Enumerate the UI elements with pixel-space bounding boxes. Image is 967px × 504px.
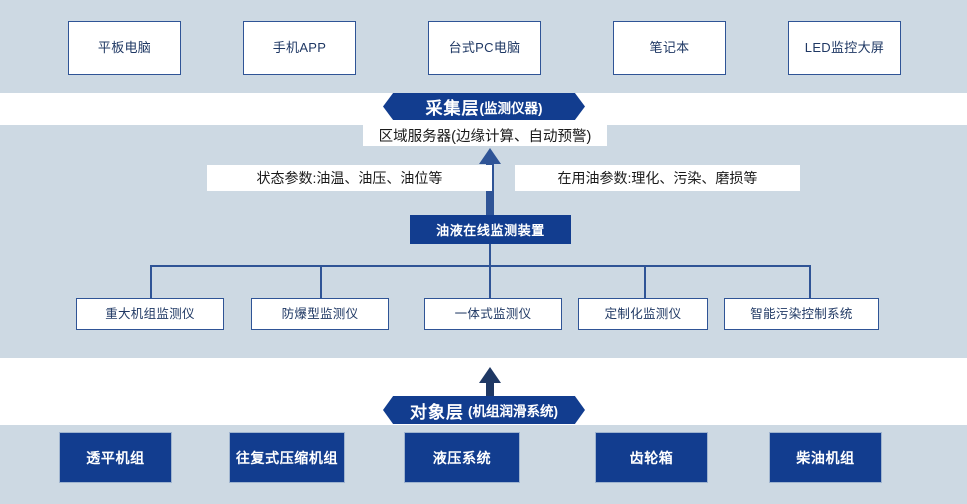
tree-trunk-line bbox=[489, 244, 491, 266]
tree-drop-line-3 bbox=[489, 265, 491, 298]
equipment-box-gearbox[interactable]: 齿轮箱 bbox=[595, 432, 708, 483]
monitor-label: 定制化监测仪 bbox=[604, 306, 682, 321]
device-label: 平板电脑 bbox=[97, 40, 152, 56]
device-label: 台式PC电脑 bbox=[448, 40, 521, 56]
monitor-label: 智能污染控制系统 bbox=[750, 306, 853, 321]
device-label: LED监控大屏 bbox=[804, 40, 885, 56]
monitor-label: 防爆型监测仪 bbox=[281, 306, 359, 321]
device-box-led-screen[interactable]: LED监控大屏 bbox=[788, 21, 901, 75]
equipment-label: 往复式压缩机组 bbox=[235, 449, 339, 466]
equipment-box-reciprocating-compressor[interactable]: 往复式压缩机组 bbox=[229, 432, 345, 483]
oil-parameters-label: 在用油参数:理化、污染、磨损等 bbox=[515, 165, 800, 191]
monitor-label: 重大机组监测仪 bbox=[105, 306, 195, 321]
equipment-box-diesel-unit[interactable]: 柴油机组 bbox=[769, 432, 882, 483]
banner-subtitle: (监测仪器) bbox=[479, 100, 543, 116]
tree-drop-line-4 bbox=[644, 265, 646, 298]
banner-title: 采集层 bbox=[425, 99, 480, 118]
tree-drop-line-5 bbox=[809, 265, 811, 298]
device-label: 笔记本 bbox=[649, 40, 690, 56]
monitor-box-smart-contamination-control[interactable]: 智能污染控制系统 bbox=[724, 298, 879, 330]
monitor-box-customized[interactable]: 定制化监测仪 bbox=[578, 298, 708, 330]
online-oil-monitor-box[interactable]: 油液在线监测装置 bbox=[410, 215, 571, 244]
tree-drop-line-2 bbox=[320, 265, 322, 298]
equipment-box-hydraulic-system[interactable]: 液压系统 bbox=[404, 432, 520, 483]
banner-subtitle: (机组润滑系统) bbox=[468, 404, 558, 419]
equipment-label: 齿轮箱 bbox=[629, 449, 674, 466]
regional-server-text: 区域服务器(边缘计算、自动预警) bbox=[378, 128, 592, 145]
monitor-label: 一体式监测仪 bbox=[454, 306, 532, 321]
equipment-box-turbine-unit[interactable]: 透平机组 bbox=[59, 432, 172, 483]
device-box-desktop-pc[interactable]: 台式PC电脑 bbox=[428, 21, 541, 75]
banner-title: 对象层 bbox=[410, 402, 464, 422]
oil-parameters-text: 在用油参数:理化、污染、磨损等 bbox=[557, 170, 758, 186]
object-uplink-arrow-icon bbox=[478, 367, 502, 400]
online-oil-monitor-label: 油液在线监测装置 bbox=[436, 223, 545, 238]
device-box-mobile-app[interactable]: 手机APP bbox=[243, 21, 356, 75]
device-box-laptop[interactable]: 笔记本 bbox=[613, 21, 726, 75]
regional-server-label: 区域服务器(边缘计算、自动预警) bbox=[363, 124, 607, 146]
collection-layer-banner: 采集层(监测仪器) bbox=[383, 93, 585, 120]
device-box-tablet[interactable]: 平板电脑 bbox=[68, 21, 181, 75]
device-label: 手机APP bbox=[272, 40, 327, 56]
tree-bus-line bbox=[150, 265, 810, 267]
tree-drop-line-1 bbox=[150, 265, 152, 298]
status-parameters-text: 状态参数:油温、油压、油位等 bbox=[256, 170, 443, 186]
equipment-label: 透平机组 bbox=[86, 449, 145, 466]
monitor-box-integrated[interactable]: 一体式监测仪 bbox=[424, 298, 562, 330]
equipment-label: 柴油机组 bbox=[796, 449, 855, 466]
equipment-label: 液压系统 bbox=[432, 449, 492, 466]
status-parameters-label: 状态参数:油温、油压、油位等 bbox=[207, 165, 492, 191]
monitor-box-explosion-proof[interactable]: 防爆型监测仪 bbox=[251, 298, 389, 330]
monitor-box-major-unit[interactable]: 重大机组监测仪 bbox=[76, 298, 224, 330]
object-layer-banner: 对象层 (机组润滑系统) bbox=[383, 396, 585, 424]
